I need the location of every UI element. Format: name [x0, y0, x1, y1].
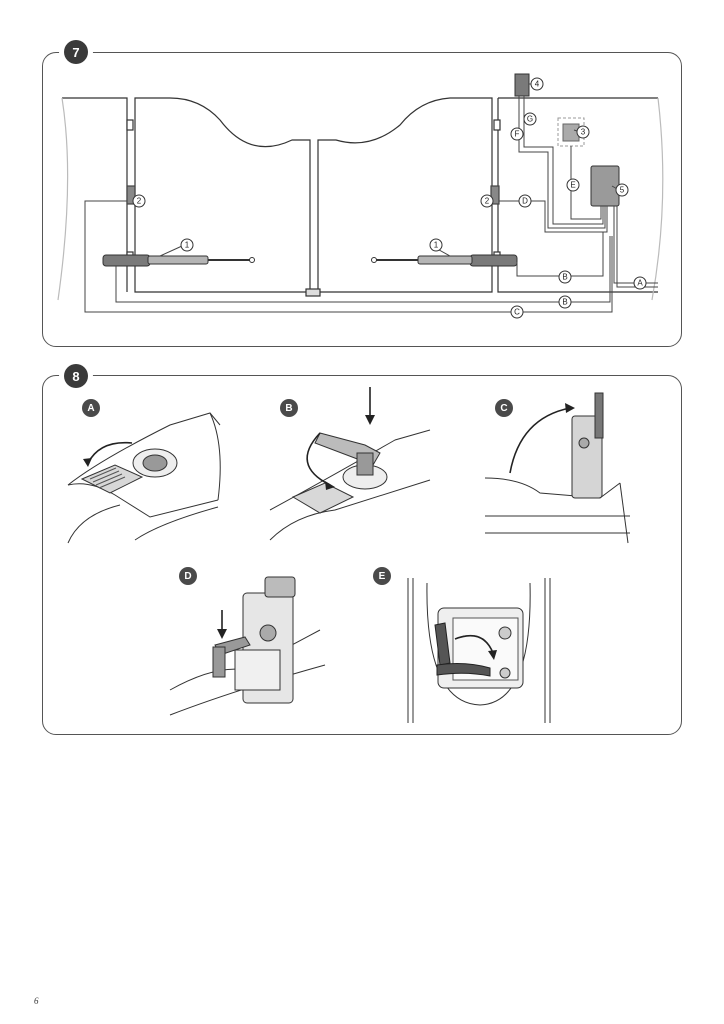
callout-2-right: 2 — [485, 197, 490, 206]
cable-b-upper-label: B — [562, 273, 567, 282]
cable-e-label: E — [570, 181, 575, 190]
step-d-illustration — [169, 576, 326, 716]
cable-f-label: F — [515, 130, 520, 139]
callout-5: 5 — [620, 186, 625, 195]
callout-1-left: 1 — [185, 241, 190, 250]
callout-3: 3 — [581, 128, 586, 137]
cable-d-label: D — [522, 197, 528, 206]
step-a-illustration — [67, 412, 221, 544]
step-a-badge: A — [82, 399, 100, 417]
figure-8-badge: 8 — [64, 364, 88, 388]
callout-2-left: 2 — [137, 197, 142, 206]
figure-8-panel — [42, 375, 682, 735]
figure-7-panel — [42, 52, 682, 347]
step-e-badge: E — [373, 567, 391, 585]
cable-c-label: C — [514, 308, 520, 317]
cable-g-label: G — [527, 115, 533, 124]
figure-7-badge: 7 — [64, 40, 88, 64]
step-c-illustration — [484, 392, 630, 544]
step-b-badge: B — [280, 399, 298, 417]
cable-a-label: A — [637, 279, 643, 288]
page-number: 6 — [34, 996, 39, 1006]
callout-4: 4 — [535, 80, 540, 89]
figure-7-labels: 1 1 2 2 3 4 5 G F E D B A B C — [132, 77, 647, 319]
step-e-illustration — [407, 578, 551, 723]
step-b-illustration — [269, 387, 431, 541]
step-d-badge: D — [179, 567, 197, 585]
step-c-badge: C — [495, 399, 513, 417]
cable-b-lower-label: B — [562, 298, 567, 307]
callout-1-right: 1 — [434, 241, 439, 250]
